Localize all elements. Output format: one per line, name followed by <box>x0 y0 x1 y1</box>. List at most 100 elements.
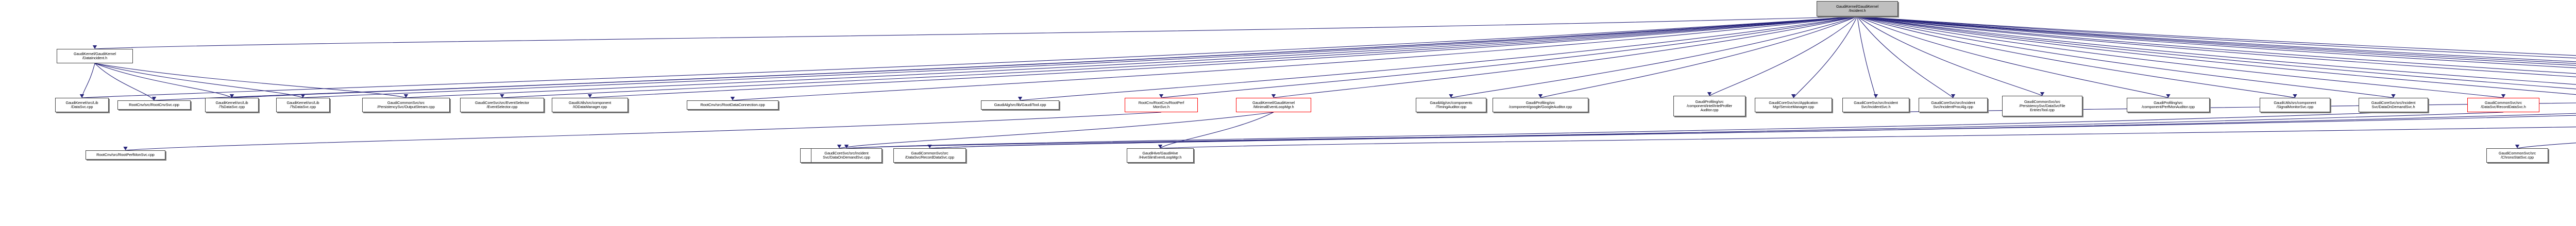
graph-edge <box>2517 143 2576 149</box>
graph-node-label: GaudiHive/GaudiHive /HiveSlimEventLoopMg… <box>1139 150 1182 160</box>
graph-node-gaudiutils-src-component-signalmonitorsvc-cpp[interactable]: GaudiUtils/src/component /SignalMonitorS… <box>2260 98 2330 112</box>
graph-edge-arrowhead <box>2501 94 2506 98</box>
graph-edge-arrowhead <box>1159 94 1164 98</box>
graph-edge <box>94 63 406 98</box>
graph-node-gaudiutils-src-component-iodatamanager-cpp[interactable]: GaudiUtils/src/component /IODataManager.… <box>552 98 628 112</box>
graph-node-label: GaudiKernel/src/Lib /DataSvc.cpp <box>65 100 98 109</box>
graph-edge <box>929 113 2576 149</box>
graph-edge-arrowhead <box>1158 145 1163 148</box>
graph-edge-arrowhead <box>1158 145 1163 148</box>
graph-node-gaudicoresvc-src-incident-svc-incidentsvc-h[interactable]: GaudiCoreSvc/src/Incident Svc/IncidentSv… <box>1842 98 1909 112</box>
graph-node-gaudikernel-src-lib-tsdatasvc-cpp[interactable]: GaudiKernel/src/Lib /TsDataSvc.cpp <box>205 98 259 112</box>
graph-edge <box>1857 16 2576 62</box>
graph-edge <box>1161 16 1858 98</box>
graph-node-gaudikernel-gaudikernel-minimaleventloopmgr-h[interactable]: GaudiKernel/GaudiKernel /MinimalEventLoo… <box>1236 98 1311 112</box>
graph-node-label: GaudiKernel/GaudiKernel /DataIncident.h <box>74 51 116 60</box>
graph-node-gaudihive-gaudihive-hiveslimeventloopmgr-h[interactable]: GaudiHive/GaudiHive /HiveSlimEventLoopMg… <box>1127 148 1194 163</box>
graph-edge-arrowhead <box>927 145 932 148</box>
graph-edge-arrowhead <box>1271 94 1276 98</box>
graph-edge <box>154 16 1858 101</box>
graph-node-gaudicoresvc-src-incident-svc-dataondemandsvc-h[interactable]: GaudiCoreSvc/src/Incident Svc/DataOnDema… <box>2359 98 2428 112</box>
graph-edge <box>1709 16 1858 96</box>
graph-edge <box>1857 16 2504 98</box>
graph-edge-arrowhead <box>844 145 849 148</box>
graph-edge <box>1857 16 2043 96</box>
graph-edge <box>1857 16 2394 98</box>
graph-edge-arrowhead <box>300 94 306 98</box>
graph-edge-arrowhead <box>151 97 157 100</box>
graph-edge <box>1160 126 2576 149</box>
graph-edge-arrowhead <box>79 94 84 98</box>
graph-node-label: GaudiKernel/GaudiKernel /Incident.h <box>1836 4 1878 13</box>
graph-edge <box>1273 16 1858 98</box>
graph-edge-arrowhead <box>229 94 234 98</box>
graph-edge-arrowhead <box>151 97 157 100</box>
graph-node-label: GaudiProfiling/src /component/google/Goo… <box>1509 100 1572 109</box>
graph-node-label: GaudiProfiling/src /component/intel/Inte… <box>1686 99 1733 113</box>
graph-edge-arrowhead <box>2293 94 2297 98</box>
graph-edge-arrowhead <box>1018 97 1023 100</box>
graph-node-label: GaudiKernel/GaudiKernel /MinimalEventLoo… <box>1252 100 1295 109</box>
graph-node-rootcnv-src-rootperfmonsvc-cpp[interactable]: RootCnv/src/RootPerfMonSvc.cpp <box>86 150 165 160</box>
graph-node-gaudicoresvc-src-eventselector-eventselector-cpp[interactable]: GaudiCoreSvc/src/EventSelector /EventSel… <box>460 98 544 112</box>
graph-node-gaudicoresvc-src-incident-svc-dataondemandsvc-cpp[interactable]: GaudiCoreSvc/src/Incident Svc/DataOnDema… <box>811 148 882 163</box>
graph-node-gaudicommonsvc-src-chronostatsvc-cpp[interactable]: GaudiCommonSvc/src /ChronoStatSvc.cpp <box>2486 148 2548 163</box>
graph-edge-arrowhead <box>403 94 409 98</box>
graph-node-label: RootCnv/src/RootDataConnection.cpp <box>700 102 765 107</box>
graph-edge-arrowhead <box>2515 145 2520 148</box>
graph-edge <box>1857 16 2576 85</box>
graph-edge-arrowhead <box>1873 94 1878 98</box>
graph-edge <box>1857 16 2576 90</box>
graph-edge-arrowhead <box>1707 92 1712 96</box>
graph-edge-arrowhead <box>2166 94 2171 98</box>
graph-edge-arrowhead <box>229 94 234 98</box>
graph-edge-arrowhead <box>587 94 592 98</box>
graph-node-gaudikernel-src-lib-tsdatasvc-cpp[interactable]: GaudiKernel/src/Lib /TsDataSvc.cpp <box>276 98 330 112</box>
graph-node-label: RootCnv/src/RootPerfMonSvc.cpp <box>96 152 155 157</box>
graph-node-gaudicommonsvc-src-datasvc-recorddatasvc-h[interactable]: GaudiCommonSvc/src /DataSvc/RecordDataSv… <box>2467 98 2539 112</box>
graph-node-gaudicoresvc-src-incident-svc-incidentprocalg-cpp[interactable]: GaudiCoreSvc/src/Incident Svc/IncidentPr… <box>1919 98 1988 112</box>
graph-edge <box>1857 16 2576 68</box>
graph-edge <box>94 63 303 98</box>
graph-edge <box>405 16 1858 98</box>
graph-node-gaudicommonsvc-src-datasvc-recorddatasvc-cpp[interactable]: GaudiCommonSvc/src /DataSvc/RecordDataSv… <box>893 148 966 163</box>
graph-edge <box>1857 16 2576 95</box>
graph-node-label: GaudiCommonSvc/src /DataSvc/RecordDataSv… <box>2481 100 2526 109</box>
graph-node-gaudialg-src-components-timingauditor-cpp[interactable]: GaudiAlg/src/components /TimingAuditor.c… <box>1416 98 1486 112</box>
graph-edge-arrowhead <box>403 94 409 98</box>
graph-edge-arrowhead <box>500 94 504 98</box>
graph-edge <box>1160 112 1274 149</box>
graph-node-label: GaudiCommonSvc/src /DataSvc/RecordDataSv… <box>905 150 955 160</box>
graph-node-rootcnv-src-rootcnvsvc-cpp[interactable]: RootCnv/src/RootCnvSvc.cpp <box>117 100 191 110</box>
graph-edge <box>846 112 2394 149</box>
graph-node-label: GaudiAlg/src/lib/GaudiTool.cpp <box>994 102 1046 107</box>
graph-edge <box>1857 16 2168 98</box>
graph-node-label: RootCnv/RootCnv/RootPerf MonSvc.h <box>1138 100 1184 109</box>
graph-node-gaudicoresvc-src-application-mgr-servicemanager-cpp[interactable]: GaudiCoreSvc/src/Application Mgr/Service… <box>1755 98 1832 112</box>
graph-edge <box>1857 16 2576 74</box>
graph-node-gaudicommonsvc-src-persistencysvc-datasvcfile-entriestool-cpp[interactable]: GaudiCommonSvc/src /PersistencySvc/DataS… <box>2002 96 2082 116</box>
graph-node-gaudiprofiling-src-component-intel-intelprofiler-auditor-cpp[interactable]: GaudiProfiling/src /component/intel/Inte… <box>1673 96 1745 116</box>
graph-node-gaudikernel-gaudikernel-incident-h[interactable]: GaudiKernel/GaudiKernel /Incident.h <box>1817 1 1898 16</box>
graph-node-gaudikernel-src-lib-datasvc-cpp[interactable]: GaudiKernel/src/Lib /DataSvc.cpp <box>55 98 109 112</box>
graph-node-gaudikernel-gaudikernel-dataincident-h[interactable]: GaudiKernel/GaudiKernel /DataIncident.h <box>57 49 133 63</box>
graph-node-label: GaudiCommonSvc/src /PersistencySvc/DataS… <box>2019 99 2065 113</box>
graph-edge <box>1857 16 2576 66</box>
graph-edge <box>589 16 1858 98</box>
graph-edge-arrowhead <box>79 94 84 98</box>
graph-node-label: GaudiUtils/src/component /IODataManager.… <box>568 100 612 109</box>
graph-node-label: GaudiCoreSvc/src/Application Mgr/Service… <box>1769 100 1818 109</box>
graph-node-rootcnv-src-rootdataconnection-cpp[interactable]: RootCnv/src/RootDataConnection.cpp <box>687 100 778 110</box>
graph-node-label: GaudiKernel/src/Lib /TsDataSvc.cpp <box>215 100 248 109</box>
graph-node-rootcnv-rootcnv-rootperf-monsvc-h[interactable]: RootCnv/RootCnv/RootPerf MonSvc.h <box>1125 98 1198 112</box>
graph-node-gaudicommonsvc-src-persistencysvc-outputstream-cpp[interactable]: GaudiCommonSvc/src /PersistencySvc/Outpu… <box>362 98 450 112</box>
graph-edge-arrowhead <box>1791 94 1796 98</box>
graph-node-gaudiprofiling-src-component-perfmonauditor-cpp[interactable]: GaudiProfiling/src /component/PerfMonAud… <box>2127 98 2210 112</box>
graph-edge <box>1857 16 1876 98</box>
graph-edge <box>94 63 155 101</box>
graph-node-gaudialg-src-lib-gauditool-cpp[interactable]: GaudiAlg/src/lib/GaudiTool.cpp <box>981 100 1059 110</box>
graph-edge <box>1451 16 1858 98</box>
graph-edge <box>125 112 1162 151</box>
graph-node-gaudiprofiling-src-component-google-googleauditor-cpp[interactable]: GaudiProfiling/src /component/google/Goo… <box>1493 98 1588 112</box>
